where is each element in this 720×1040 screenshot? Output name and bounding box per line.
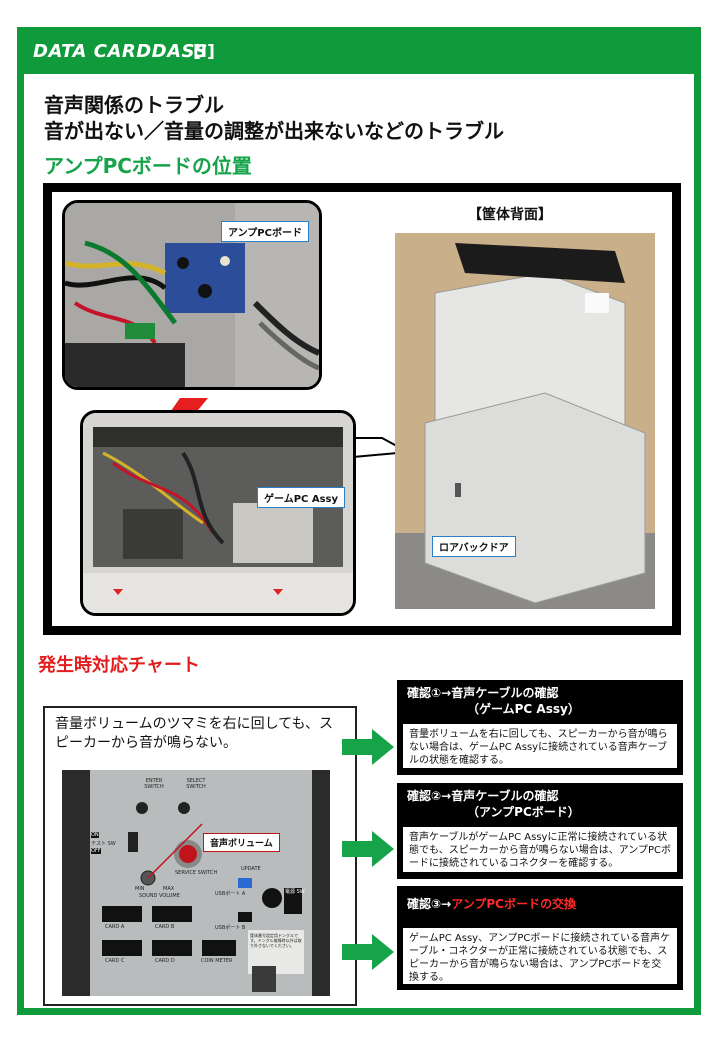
panel-test-sw: テスト SW [91, 841, 116, 847]
location-photo-frame: アンプPCボード [43, 183, 681, 635]
header-title: DATA CARDDASS [33, 41, 208, 62]
panel-dongle-note: 筐体番号設定用ドングルです。ドングル故障時以外は取り外さないでください。 [250, 933, 302, 948]
panel-card-d: CARD D [155, 958, 175, 964]
game-pc-shape [233, 503, 313, 563]
check-1-body: 音量ボリュームを右に回しても、スピーカーから音が鳴らない場合は、ゲームPC As… [403, 724, 677, 768]
check-2-title-line2: （アンプPCボード） [467, 805, 580, 819]
check-3-title: 確認③→アンプPCボードの交換 [397, 886, 683, 912]
section-title-amp-location: アンプPCボードの位置 [44, 154, 252, 178]
panel-select-switch: SELECT SWITCH [186, 778, 206, 790]
arrow-3-icon [342, 934, 394, 970]
check-1-box: 確認①→音声ケーブルの確認 （ゲームPC Assy） 音量ボリュームを右に回して… [397, 680, 683, 775]
control-panel-photo [62, 770, 330, 996]
game-pc-photo-bubble: ゲームPC Assy [80, 410, 356, 616]
panel-on: ON [91, 832, 99, 838]
label-amp-board: アンプPCボード [221, 221, 309, 242]
content-area: 音声関係のトラブル 音が出ない／音量の調整が出来ないなどのトラブル アンプPCボ… [24, 74, 694, 1008]
rear-view-label: 【筐体背面】 [468, 207, 552, 223]
panel-usb-a: USBポート A [215, 891, 246, 897]
game-pc-photo [83, 413, 353, 613]
check-3-title-prefix: 確認③→ [407, 897, 452, 911]
panel-service-switch: SERVICE SWITCH [175, 870, 218, 876]
panel-enter-switch: ENTER SWITCH [144, 778, 164, 790]
check-1-title-line2: （ゲームPC Assy） [467, 702, 580, 716]
arrow-1-icon [342, 729, 394, 765]
page-frame: DATA CARDDASS [Ⅰ] 音声関係のトラブル 音が出ない／音量の調整が… [17, 27, 701, 1015]
panel-max: MAX [163, 886, 175, 892]
section-title-response-chart: 発生時対応チャート [38, 655, 200, 676]
check-3-box: 確認③→アンプPCボードの交換 ゲームPC Assy、アンプPCボードに接続され… [397, 886, 683, 990]
panel-min: MIN [135, 886, 145, 892]
arrow-2-icon [342, 831, 394, 867]
panel-power-sw: 電源 SW [285, 889, 305, 895]
panel-card-c: CARD C [105, 958, 125, 964]
panel-card-a: CARD A [105, 924, 125, 930]
cabinet-base-shape [424, 392, 646, 604]
panel-off: OFF [91, 848, 101, 854]
page-title-line1: 音声関係のトラブル [44, 93, 224, 117]
panel-coin-meter: COIN METER [201, 958, 233, 964]
page-title-line2: 音が出ない／音量の調整が出来ないなどのトラブル [44, 119, 504, 143]
check-3-body: ゲームPC Assy、アンプPCボードに接続されている音声ケーブル・コネクターが… [403, 928, 677, 984]
check-2-body: 音声ケーブルがゲームPC Assyに正常に接続されている状態でも、スピーカーから… [403, 827, 677, 872]
panel-sound-volume: SOUND VOLUME [139, 893, 180, 899]
location-photo-area: アンプPCボード [52, 192, 672, 626]
panel-update: UPDATE [241, 866, 261, 872]
symptom-text: 音量ボリュームのツマミを右に回しても、スピーカーから音が鳴らない。 [55, 716, 334, 751]
amp-board-shape [165, 243, 245, 313]
label-game-pc: ゲームPC Assy [257, 487, 346, 508]
label-volume: 音声ボリューム [203, 833, 280, 852]
check-2-box: 確認②→音声ケーブルの確認 （アンプPCボード） 音声ケーブルがゲームPC As… [397, 783, 683, 879]
symptom-panel: 音量ボリュームのツマミを右に回しても、スピーカーから音が鳴らない。 [43, 706, 357, 1006]
amp-board-photo-bubble: アンプPCボード [62, 200, 322, 390]
header-tag: [Ⅰ] [193, 42, 215, 62]
check-2-title-line1: 確認②→音声ケーブルの確認 [407, 789, 559, 803]
panel-card-b: CARD B [155, 924, 175, 930]
check-1-title-line1: 確認①→音声ケーブルの確認 [407, 686, 559, 700]
check-3-title-highlight: アンプPCボードの交換 [451, 897, 576, 911]
label-lower-back-door: ロアバックドア [432, 536, 516, 557]
panel-usb-b: USBポート B [215, 925, 246, 931]
